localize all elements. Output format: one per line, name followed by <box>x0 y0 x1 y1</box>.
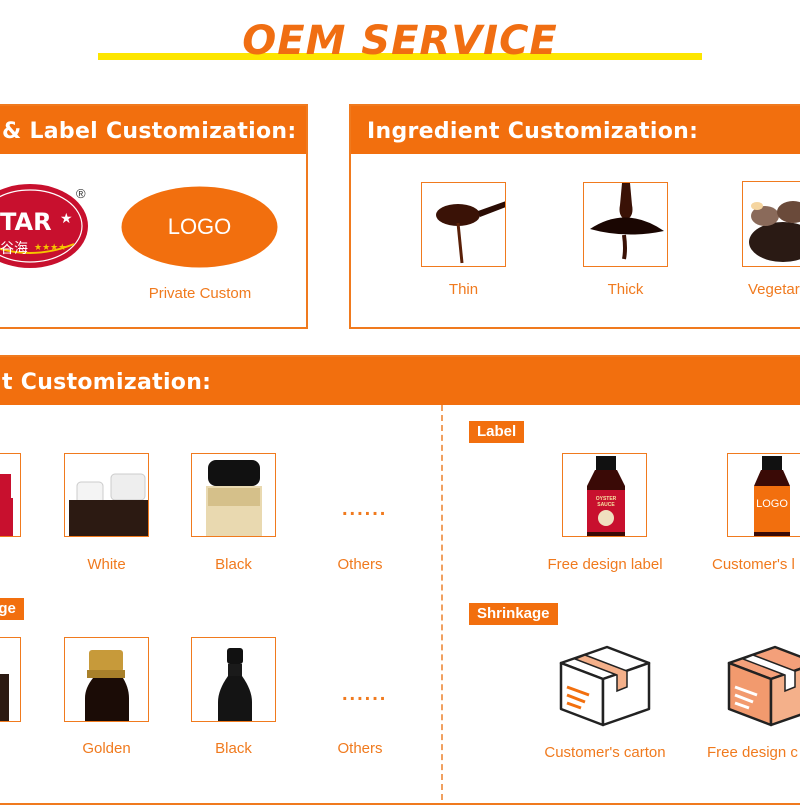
cap-black-image <box>191 453 276 537</box>
bottle-others-dots: ...... <box>342 683 388 705</box>
logo-placeholder: LOGO <box>121 186 278 268</box>
customer-carton-label: Customer's carton <box>544 744 666 761</box>
logo-text: LOGO <box>167 214 232 239</box>
brand-logo: TAR ★ 谷海 ★★★★ <box>0 182 90 270</box>
label-free-design-label: Free design label <box>547 556 663 573</box>
ingredient-panel: Ingredient Customization: <box>349 104 800 329</box>
customer-carton-icon <box>555 643 653 727</box>
ingredient-thin-label: Thin <box>448 281 479 298</box>
cap-black-label: Black <box>215 556 252 573</box>
ingredient-thin-image <box>421 182 506 267</box>
free-design-carton-label: Free design c <box>707 744 798 761</box>
ingredient-thick-label: Thick <box>607 281 644 298</box>
logo-caption: Private Custom <box>148 285 252 302</box>
brand-logo-text: TAR <box>0 208 52 236</box>
stars-icon: ★★★★ <box>34 242 67 252</box>
bottle-golden-image <box>64 637 149 722</box>
label-customer-label: Customer's l <box>712 556 795 573</box>
page-title: OEM SERVICE <box>242 18 558 64</box>
ingredient-thick-image <box>583 182 668 267</box>
label-free-design-bottle-text: OYSTER SAUCE <box>595 496 617 508</box>
label-customer-image: LOGO <box>727 453 800 537</box>
cap-others-label: Others <box>337 556 383 573</box>
ingredient-panel-title: Ingredient Customization: <box>351 106 800 154</box>
label-free-design-image: OYSTER SAUCE <box>562 453 647 537</box>
bottle-black-label: Black <box>215 740 252 757</box>
star-icon: ★ <box>60 210 73 226</box>
label-customer-bottle-text: LOGO <box>756 498 788 510</box>
bottle-others-label: Others <box>337 740 383 757</box>
bottle-black-image <box>191 637 276 722</box>
registered-mark: ® <box>76 186 86 201</box>
ingredient-vegetarian-label: Vegetar <box>748 281 800 298</box>
cap-others-dots: ...... <box>342 498 388 520</box>
brand-logo-cn: 谷海 <box>0 241 28 257</box>
brand-label-panel-title: & Label Customization: <box>0 106 306 154</box>
shrinkage-tag: Shrinkage <box>469 603 558 625</box>
ingredient-vegetarian-image <box>742 181 800 267</box>
cap-white-image <box>64 453 149 537</box>
cap-red-image <box>0 453 21 537</box>
free-design-carton-icon <box>723 643 800 727</box>
packaging-panel-title: t Customization: <box>0 357 800 405</box>
label-tag: Label <box>469 421 525 443</box>
bottle-first-image <box>0 637 21 722</box>
packaging-panel: t Customization: <box>0 355 800 805</box>
panel-divider <box>441 405 443 800</box>
bottle-golden-label: Golden <box>82 740 131 757</box>
cap-white-label: White <box>87 556 126 573</box>
title-underline <box>98 53 702 60</box>
bottle-tag: age <box>0 598 24 620</box>
